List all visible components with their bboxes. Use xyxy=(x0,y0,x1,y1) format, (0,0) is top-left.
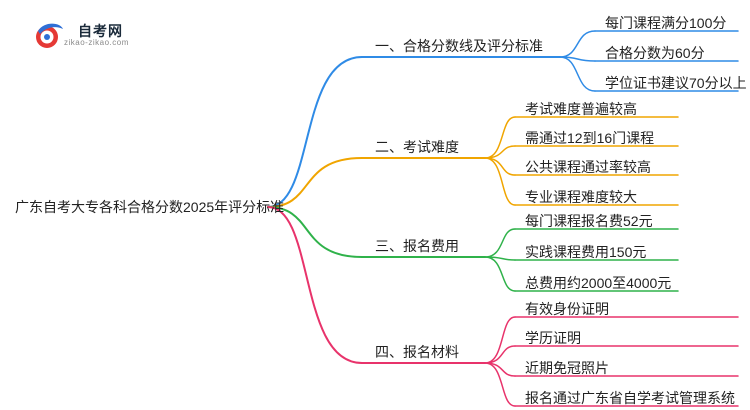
leaf-link xyxy=(484,256,516,292)
leaf-item: 每门课程报名费52元 xyxy=(525,213,653,229)
leaf-link xyxy=(484,228,516,258)
leaf-item: 总费用约2000至4000元 xyxy=(525,275,672,291)
leaf-item: 合格分数为60分 xyxy=(605,45,705,61)
leaf-link xyxy=(484,157,516,176)
branch-label: 二、考试难度 xyxy=(375,139,459,155)
leaf-link xyxy=(484,157,516,206)
root-branch-link xyxy=(267,206,363,258)
branch-label: 三、报名费用 xyxy=(375,238,459,254)
leaf-item: 近期免冠照片 xyxy=(525,360,609,376)
leaf-link xyxy=(484,362,516,377)
branch-label: 四、报名材料 xyxy=(375,344,459,360)
branch-connectors xyxy=(267,116,679,208)
leaf-link xyxy=(484,362,516,407)
leaf-item: 有效身份证明 xyxy=(525,301,609,317)
branch-connectors xyxy=(267,206,679,292)
leaf-item: 公共课程通过率较高 xyxy=(525,159,651,175)
leaf-link xyxy=(559,56,596,92)
root-topic: 广东自考大专各科合格分数2025年评分标准 xyxy=(15,199,285,215)
leaf-link xyxy=(484,316,516,364)
branch-connectors xyxy=(267,206,739,407)
leaf-item: 实践课程费用150元 xyxy=(525,244,647,260)
logo-url: zikao-zikao.com xyxy=(64,38,129,47)
leaf-link xyxy=(559,30,596,58)
leaf-item: 专业课程难度较大 xyxy=(525,189,637,205)
leaf-item: 需通过12到16门课程 xyxy=(525,130,655,146)
leaf-item: 学历证明 xyxy=(525,330,581,346)
site-logo[interactable]: 自考网 zikao-zikao.com xyxy=(34,20,164,52)
root-branch-link xyxy=(267,157,363,208)
logo-icon xyxy=(36,23,63,48)
root-branch-link xyxy=(267,206,363,364)
root-branch-link xyxy=(267,56,363,208)
leaf-link xyxy=(484,116,516,159)
branch-connectors xyxy=(267,30,739,208)
leaf-link xyxy=(484,145,516,159)
leaf-item: 学位证书建议70分以上 xyxy=(605,75,747,91)
leaf-item: 考试难度普遍较高 xyxy=(525,101,637,117)
branch-label: 一、合格分数线及评分标准 xyxy=(375,38,543,54)
logo-name: 自考网 xyxy=(78,23,123,39)
leaf-item: 报名通过广东省自学考试管理系统 xyxy=(525,390,735,406)
leaf-item: 每门课程满分100分 xyxy=(605,15,727,31)
